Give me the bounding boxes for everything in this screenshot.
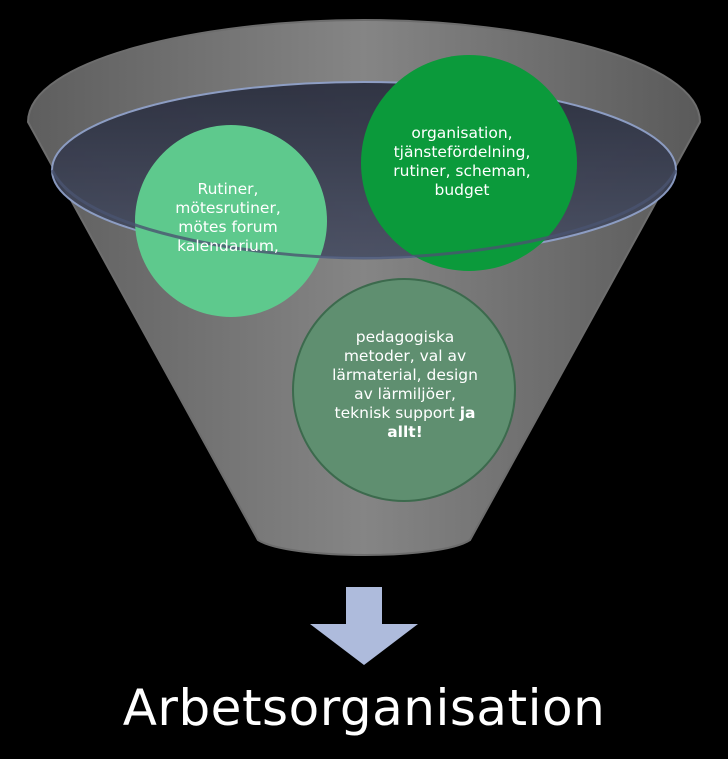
circle-organisation: [361, 55, 577, 271]
circle-text-line: mötesrutiner,: [175, 199, 281, 217]
circle-organisation-text: organisation, tjänstefördelning, rutiner…: [362, 112, 562, 212]
circle-text-line: budget: [434, 181, 490, 199]
circle-pedagogy: [292, 278, 516, 502]
circle-text-line: metoder, val av: [343, 347, 467, 365]
circle-text-line: mötes forum: [178, 218, 278, 236]
circle-text-line: pedagogiska: [355, 328, 455, 346]
emphasis-text: ja: [459, 404, 476, 422]
circle-text-line-emphasis: teknisk support ja: [332, 404, 478, 423]
funnel-rim-overlay: [50, 169, 678, 260]
circle-text-line: Rutiner,: [197, 180, 259, 198]
circle-text-line: organisation,: [411, 124, 513, 142]
circle-text-line: kalendarium,: [177, 237, 279, 255]
circle-text-line: rutiner, scheman,: [393, 162, 531, 180]
down-arrow-icon: [310, 587, 418, 665]
circle-text-fragment: teknisk support: [334, 404, 455, 422]
circle-text-line: av lärmiljöer,: [354, 385, 456, 403]
circle-text-line: tjänstefördelning,: [393, 143, 531, 161]
emphasis-text: allt!: [387, 423, 423, 441]
result-label: Arbetsorganisation: [122, 679, 606, 737]
circle-pedagogy-text: pedagogiska metoder, val av lärmaterial,…: [305, 315, 505, 455]
circle-routines-text: Rutiner, mötesrutiner, mötes forum kalen…: [153, 168, 303, 268]
circle-text-line: lärmaterial, design: [332, 366, 478, 384]
circle-routines: [135, 125, 327, 317]
